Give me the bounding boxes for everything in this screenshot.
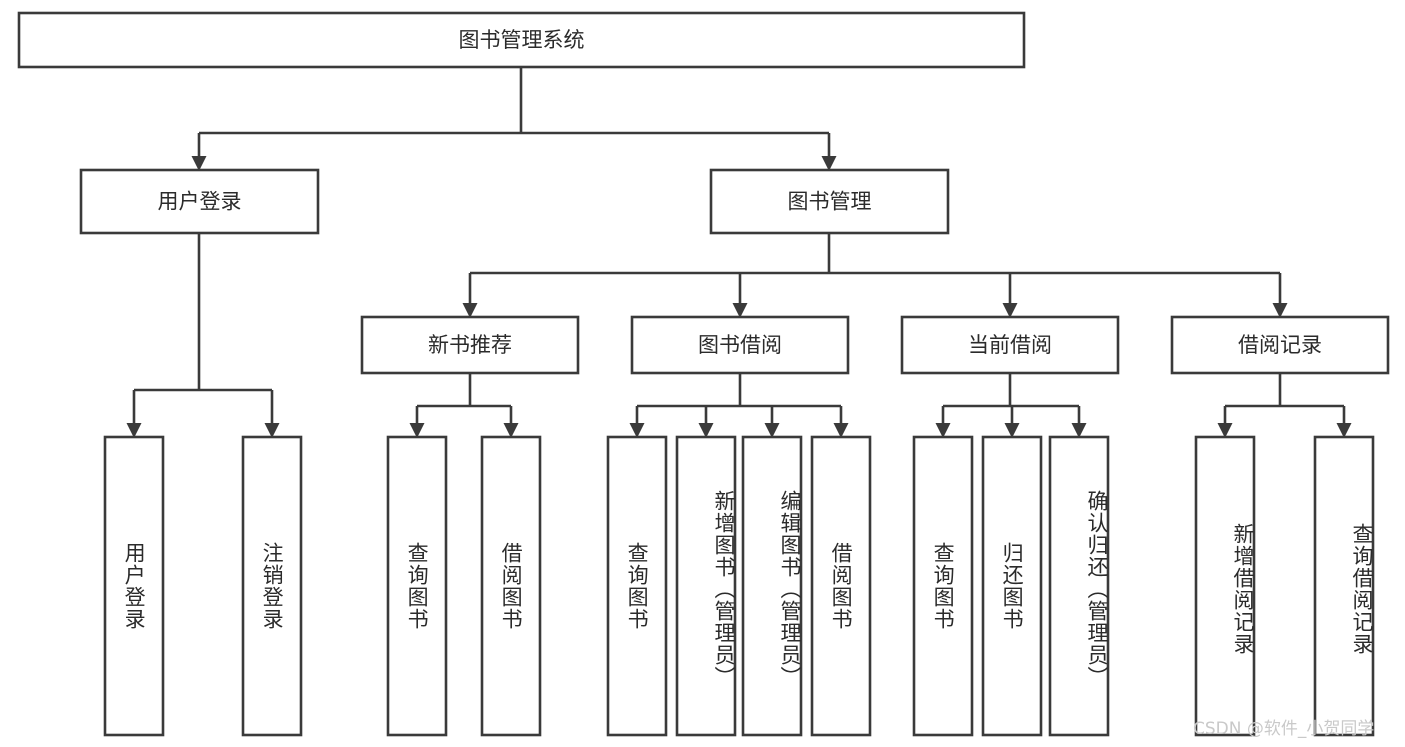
level2-node-0[interactable]: [79, 168, 320, 235]
arrow-head-icon: [1002, 303, 1018, 318]
arrow-head-icon: [698, 423, 714, 438]
leaf-node-box-12[interactable]: [1313, 435, 1375, 737]
level3-node-0[interactable]: [360, 315, 580, 375]
arrow-head-icon: [764, 423, 780, 438]
connectors-layer: [126, 67, 1352, 438]
leaf-node-box-4[interactable]: [606, 435, 668, 737]
leaf-node-box-0[interactable]: [103, 435, 165, 737]
leaf-node-box-11[interactable]: [1194, 435, 1256, 737]
connector-group-borrow-to-leaves: [629, 373, 849, 438]
level2-node-label: 用户登录: [158, 190, 242, 214]
level3-node-box[interactable]: [1170, 315, 1390, 375]
leaf-node-box-7[interactable]: [810, 435, 872, 737]
level3-node-label: 当前借阅: [968, 333, 1052, 357]
connector-group-books-to-level3: [462, 233, 1288, 318]
arrow-head-icon: [732, 303, 748, 318]
arrow-head-icon: [1217, 423, 1233, 438]
level3-node-3[interactable]: [1170, 315, 1390, 375]
arrow-head-icon: [935, 423, 951, 438]
leaf-node-box-10[interactable]: [1048, 435, 1110, 737]
root-node-box[interactable]: [17, 11, 1026, 69]
leaf-node-box-1[interactable]: [241, 435, 303, 737]
arrow-head-icon: [462, 303, 478, 318]
arrow-head-icon: [503, 423, 519, 438]
arrow-head-icon: [1336, 423, 1352, 438]
arrow-head-icon: [126, 423, 142, 438]
level2-node-label: 图书管理: [788, 190, 872, 214]
arrow-head-icon: [264, 423, 280, 438]
level3-node-2[interactable]: [900, 315, 1120, 375]
level3-node-label: 图书借阅: [698, 333, 782, 357]
arrow-head-icon: [629, 423, 645, 438]
arrow-head-icon: [1272, 303, 1288, 318]
leaf-node-box-3[interactable]: [480, 435, 542, 737]
level3-node-box[interactable]: [900, 315, 1120, 375]
level2-node-box[interactable]: [709, 168, 950, 235]
level2-node-box[interactable]: [79, 168, 320, 235]
connector-group-records-to-leaves: [1217, 373, 1352, 438]
level3-node-box[interactable]: [630, 315, 850, 375]
level3-node-label: 新书推荐: [428, 333, 512, 357]
arrow-head-icon: [821, 156, 837, 171]
arrow-head-icon: [833, 423, 849, 438]
connector-group-newbooks-to-leaves: [409, 373, 519, 438]
level3-node-1[interactable]: [630, 315, 850, 375]
arrow-head-icon: [409, 423, 425, 438]
boxes-layer: [17, 11, 1390, 737]
arrow-head-icon: [1004, 423, 1020, 438]
level3-node-box[interactable]: [360, 315, 580, 375]
connector-group-root-to-level2: [191, 67, 837, 171]
level3-node-label: 借阅记录: [1238, 333, 1322, 357]
connector-group-current-to-leaves: [935, 373, 1087, 438]
root-node[interactable]: [17, 11, 1026, 69]
level2-node-1[interactable]: [709, 168, 950, 235]
connector-group-login-to-leaves: [126, 233, 280, 438]
leaf-node-box-2[interactable]: [386, 435, 448, 737]
arrow-head-icon: [191, 156, 207, 171]
leaf-node-box-8[interactable]: [912, 435, 974, 737]
csdn-watermark: CSDN @软件_小贺同学: [1193, 719, 1375, 739]
arrow-head-icon: [1071, 423, 1087, 438]
leaf-node-box-9[interactable]: [981, 435, 1043, 737]
root-node-label: 图书管理系统: [459, 28, 585, 52]
leaf-node-box-5[interactable]: [675, 435, 737, 737]
leaf-node-box-6[interactable]: [741, 435, 803, 737]
